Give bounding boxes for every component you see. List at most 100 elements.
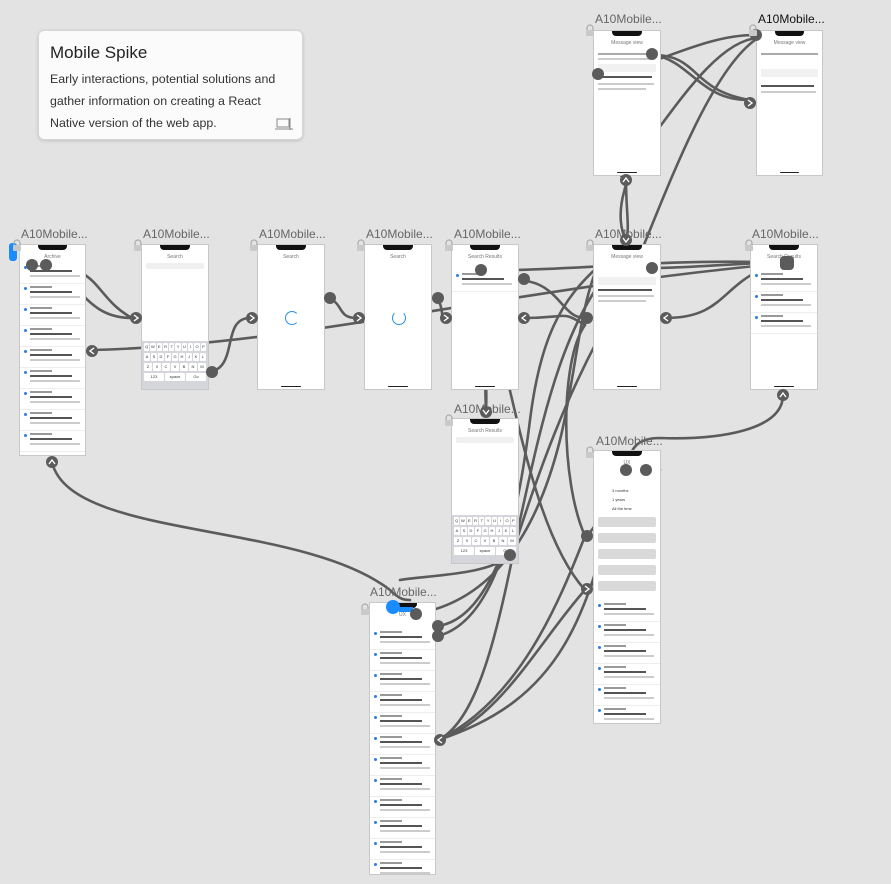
artboard-title-filter-menu[interactable]: A10Mobile... <box>596 434 663 448</box>
artboard-loading-2[interactable]: Search <box>364 244 432 390</box>
list-item[interactable] <box>370 671 435 692</box>
link-target-forward-icon[interactable] <box>246 312 258 324</box>
keyboard-key[interactable]: T <box>169 343 175 351</box>
artboard-title-inbox[interactable]: A10Mobile... <box>21 227 88 241</box>
link-target-forward-icon[interactable] <box>581 583 593 595</box>
keyboard-key[interactable]: P <box>200 343 206 351</box>
link-target-up-icon[interactable] <box>620 174 632 186</box>
keyboard-key[interactable]: L <box>200 353 206 361</box>
keyboard-key[interactable]: U <box>181 343 188 351</box>
list-item[interactable] <box>594 622 660 643</box>
list-item[interactable] <box>370 692 435 713</box>
keyboard-key[interactable]: space <box>165 373 185 381</box>
list-item[interactable] <box>370 713 435 734</box>
link-target-node[interactable] <box>581 530 593 542</box>
keyboard-key[interactable]: H <box>489 527 495 535</box>
selected-start-marker[interactable] <box>9 243 17 261</box>
hotspot-highlight[interactable] <box>399 607 413 612</box>
artboard-title-loading-2[interactable]: A10Mobile... <box>366 227 433 241</box>
keyboard-key[interactable]: F <box>475 527 481 535</box>
list-item[interactable] <box>370 755 435 776</box>
keyboard-key[interactable]: N <box>499 537 507 545</box>
search-input[interactable] <box>146 263 204 269</box>
lock-icon[interactable] <box>12 239 22 251</box>
keyboard-key[interactable]: X <box>153 363 161 371</box>
keyboard-key[interactable]: S <box>461 527 467 535</box>
keyboard-key[interactable]: V <box>171 363 179 371</box>
keyboard-key[interactable]: L <box>510 527 516 535</box>
keyboard-key[interactable]: I <box>498 517 504 525</box>
filter-option[interactable]: All the time <box>612 506 632 511</box>
filter-option[interactable]: 1 years <box>612 497 626 502</box>
lock-icon[interactable] <box>249 239 259 251</box>
list-item[interactable] <box>751 271 817 292</box>
keyboard-key[interactable]: Z <box>144 363 152 371</box>
list-item[interactable] <box>20 305 85 326</box>
list-item[interactable] <box>370 797 435 818</box>
artboard-title-loading-1[interactable]: A10Mobile... <box>259 227 326 241</box>
list-item[interactable] <box>751 292 817 313</box>
keyboard-key[interactable]: V <box>481 537 489 545</box>
artboard-results-list[interactable]: UX <box>369 602 436 875</box>
keyboard-key[interactable]: K <box>503 527 509 535</box>
filter-option[interactable]: 3 months <box>612 488 629 493</box>
link-target-down-icon[interactable] <box>480 406 492 418</box>
keyboard-key[interactable]: S <box>151 353 157 361</box>
lock-icon[interactable] <box>585 239 595 251</box>
list-item[interactable] <box>594 706 660 723</box>
lock-icon[interactable] <box>748 24 758 36</box>
list-item[interactable] <box>594 664 660 685</box>
list-item[interactable] <box>594 643 660 664</box>
link-source-node[interactable] <box>432 620 444 632</box>
link-source-node[interactable] <box>646 262 658 274</box>
artboard-message-view-right[interactable]: Message view <box>756 30 823 176</box>
keyboard-key[interactable]: U <box>491 517 498 525</box>
keyboard-key[interactable]: D <box>158 353 164 361</box>
keyboard-key[interactable]: J <box>496 527 502 535</box>
link-source-node[interactable] <box>504 549 516 561</box>
keyboard-key[interactable]: R <box>162 343 169 351</box>
link-source-node[interactable] <box>475 264 487 276</box>
link-source-node[interactable] <box>206 366 218 378</box>
keyboard-key[interactable]: W <box>150 343 156 351</box>
keyboard-key[interactable]: R <box>472 517 479 525</box>
list-item[interactable] <box>20 389 85 410</box>
list-item[interactable] <box>20 326 85 347</box>
keyboard-key[interactable]: Q <box>144 343 150 351</box>
list-item[interactable] <box>370 650 435 671</box>
link-target-forward-icon[interactable] <box>744 97 756 109</box>
keyboard-key[interactable]: Y <box>175 343 181 351</box>
list-item[interactable] <box>20 284 85 305</box>
artboard-title-results-list[interactable]: A10Mobile... <box>370 585 437 599</box>
link-source-node[interactable] <box>40 259 52 271</box>
link-target-forward-icon[interactable] <box>130 312 142 324</box>
keyboard-key[interactable]: I <box>188 343 194 351</box>
keyboard-key[interactable]: D <box>468 527 474 535</box>
link-source-node[interactable] <box>780 256 794 270</box>
list-item[interactable] <box>370 776 435 797</box>
link-source-node[interactable] <box>592 68 604 80</box>
lock-icon[interactable] <box>444 239 454 251</box>
keyboard-key[interactable]: E <box>156 343 162 351</box>
list-item[interactable] <box>20 347 85 368</box>
list-item[interactable] <box>20 410 85 431</box>
link-target-up-icon[interactable] <box>777 389 789 401</box>
lock-icon[interactable] <box>360 603 370 615</box>
list-item[interactable] <box>20 431 85 452</box>
keyboard-key[interactable]: O <box>194 343 200 351</box>
link-source-node[interactable] <box>620 464 632 476</box>
keyboard-key[interactable]: O <box>504 517 510 525</box>
list-item[interactable] <box>594 601 660 622</box>
keyboard-key[interactable]: X <box>463 537 471 545</box>
link-target-down-icon[interactable] <box>620 234 632 246</box>
lock-icon[interactable] <box>585 24 595 36</box>
artboard-title-message-view-top[interactable]: A10Mobile... <box>595 12 662 26</box>
keyboard-key[interactable]: A <box>144 353 150 361</box>
artboard-inbox[interactable]: Archive <box>19 244 86 456</box>
presentation-icon[interactable] <box>274 117 294 131</box>
list-item[interactable] <box>452 271 518 292</box>
